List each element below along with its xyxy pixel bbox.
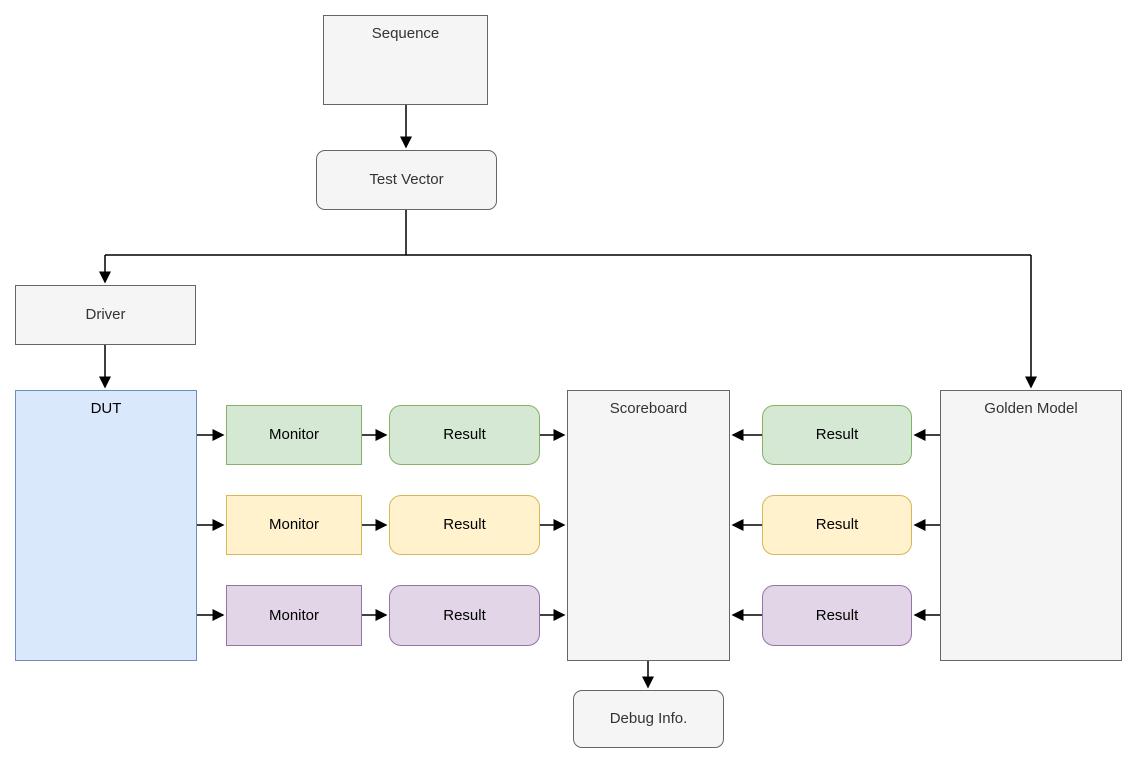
node-result-left-yellow: Result — [389, 495, 540, 555]
node-scoreboard: Scoreboard — [567, 390, 730, 661]
node-result-right-green: Result — [762, 405, 912, 465]
node-monitor-purple: Monitor — [226, 585, 362, 646]
node-debug-info: Debug Info. — [573, 690, 724, 748]
node-result-left-green: Result — [389, 405, 540, 465]
node-monitor-green: Monitor — [226, 405, 362, 465]
node-dut: DUT — [15, 390, 197, 661]
node-golden-model: Golden Model — [940, 390, 1122, 661]
node-driver: Driver — [15, 285, 196, 345]
node-result-left-purple: Result — [389, 585, 540, 646]
node-result-right-purple: Result — [762, 585, 912, 646]
node-sequence: Sequence — [323, 15, 488, 105]
node-result-right-yellow: Result — [762, 495, 912, 555]
node-test-vector: Test Vector — [316, 150, 497, 210]
node-monitor-yellow: Monitor — [226, 495, 362, 555]
